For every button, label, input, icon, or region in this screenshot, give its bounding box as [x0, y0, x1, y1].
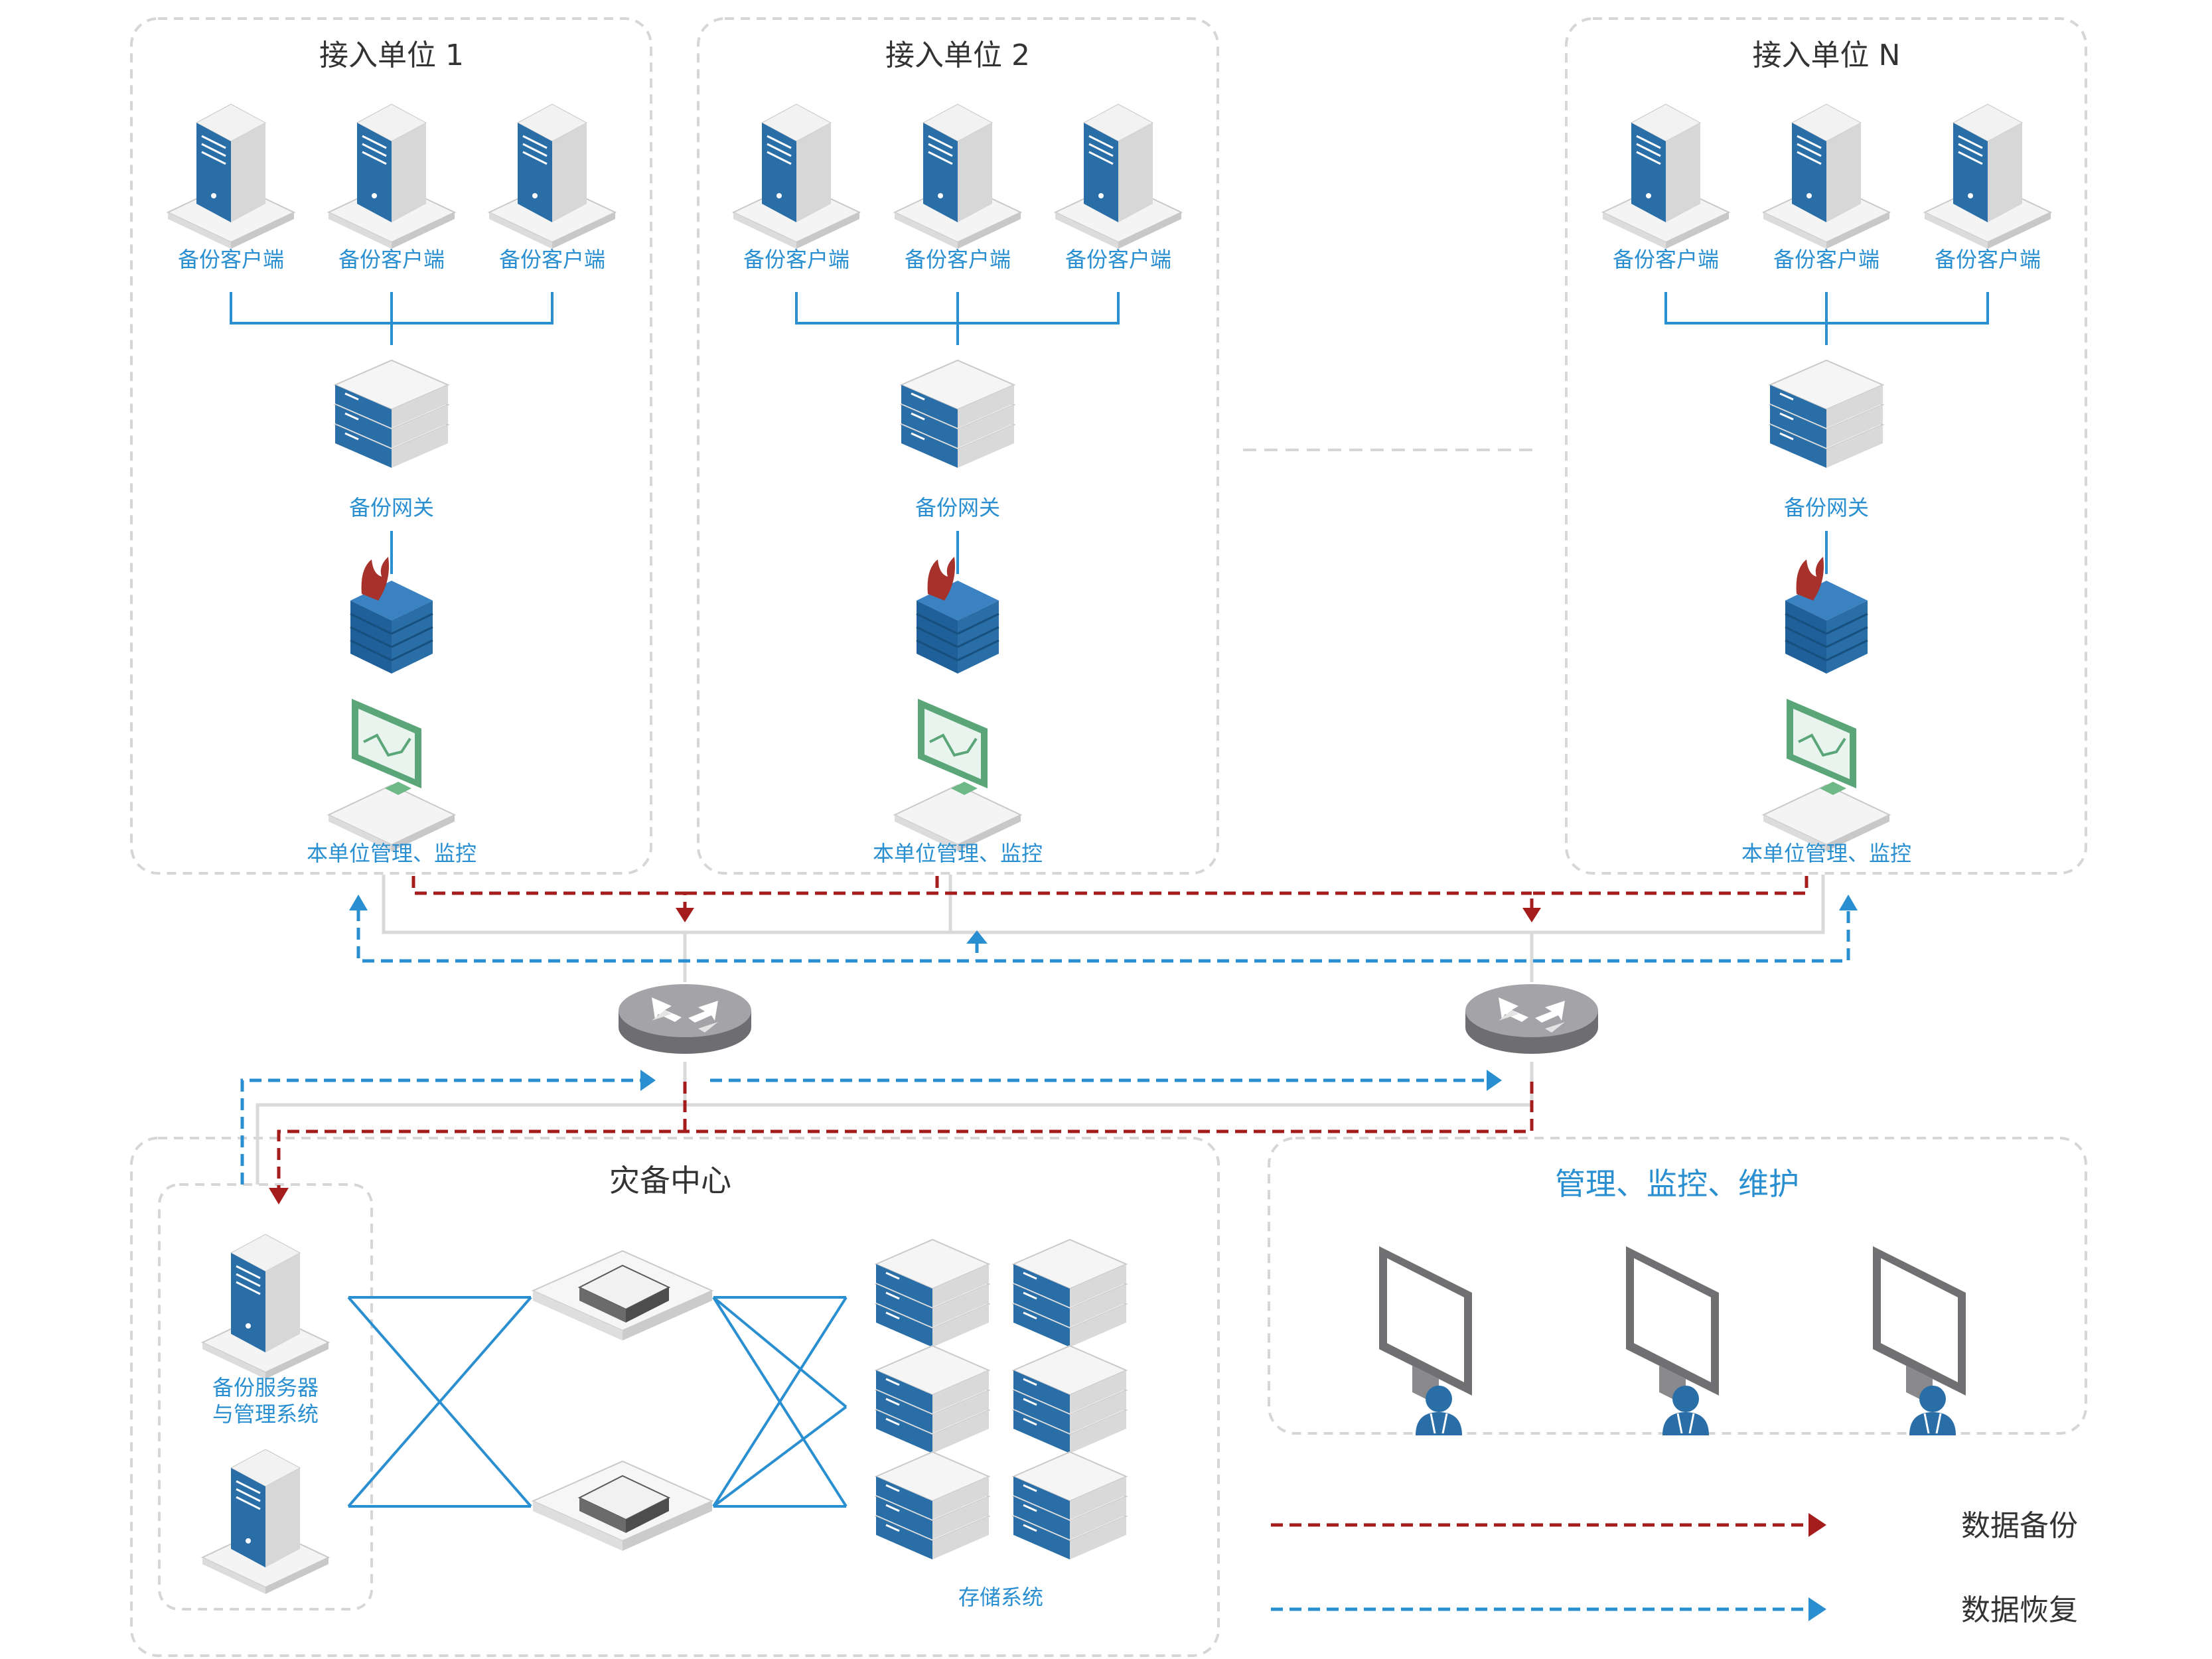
server-icon — [893, 103, 1022, 250]
dr-center-frame — [130, 1137, 1220, 1657]
backup-arrowheads — [269, 908, 1541, 1204]
legend-restore-label: 数据恢复 — [1961, 1593, 2078, 1627]
backup-flow — [277, 876, 1808, 1188]
storage-icon — [876, 1240, 1126, 1559]
router-icon — [1465, 984, 1598, 1054]
gateway-label: 备份网关 — [915, 495, 1000, 520]
server-icon — [1054, 103, 1183, 250]
gateway-icon — [1770, 360, 1883, 468]
monitor-icon — [1762, 697, 1891, 853]
firewall-icon — [915, 555, 1000, 675]
server-icon — [732, 103, 861, 250]
server-group-frame — [158, 1183, 373, 1611]
legend: 数据备份 数据恢复 — [1271, 1509, 2078, 1627]
monitor-label: 本单位管理、监控 — [873, 841, 1043, 866]
server-label: 备份服务器 — [212, 1375, 319, 1400]
client-connector — [1664, 292, 1989, 574]
firewall-icon — [1784, 555, 1869, 675]
user-terminal-icon — [1625, 1245, 1720, 1437]
unit-n-title: 接入单位 N — [1753, 38, 1901, 72]
client-label: 备份客户端 — [1935, 247, 2041, 272]
unit-1-title: 接入单位 1 — [319, 38, 464, 72]
restore-flow — [240, 909, 1850, 1185]
gateway-icon — [335, 360, 448, 468]
unit-2-frame — [697, 17, 1219, 875]
client-label: 备份客户端 — [1065, 247, 1171, 272]
server-label: 与管理系统 — [212, 1402, 319, 1427]
restore-arrowheads — [349, 895, 1858, 1091]
client-label: 备份客户端 — [178, 247, 284, 272]
client-label: 备份客户端 — [499, 247, 605, 272]
network-links — [256, 875, 1825, 1185]
router-icon — [619, 984, 751, 1054]
server-icon — [201, 1233, 330, 1380]
gateway-icon — [901, 360, 1014, 468]
client-connector — [230, 292, 553, 574]
legend-backup-label: 数据备份 — [1961, 1509, 2078, 1543]
server-icon — [327, 103, 456, 250]
server-icon — [488, 103, 617, 250]
monitor-label: 本单位管理、监控 — [1741, 841, 1911, 866]
storage-label: 存储系统 — [958, 1585, 1043, 1610]
user-terminal-icon — [1378, 1245, 1473, 1437]
monitor-label: 本单位管理、监控 — [307, 841, 477, 866]
unit-2-title: 接入单位 2 — [885, 38, 1030, 72]
dr-center-title: 灾备中心 — [609, 1163, 731, 1198]
client-label: 备份客户端 — [743, 247, 849, 272]
client-label: 备份客户端 — [1613, 247, 1719, 272]
server-icon — [1762, 103, 1891, 250]
user-terminal-icon — [1872, 1245, 1967, 1437]
san-fabric — [347, 1296, 848, 1508]
client-label: 备份客户端 — [905, 247, 1011, 272]
gateway-label: 备份网关 — [1784, 495, 1869, 520]
server-icon — [167, 103, 295, 250]
monitor-icon — [893, 697, 1022, 853]
server-icon — [1601, 103, 1730, 250]
client-connector — [795, 292, 1120, 574]
switch-icon — [532, 1461, 713, 1551]
client-label: 备份客户端 — [1773, 247, 1880, 272]
management-title: 管理、监控、维护 — [1555, 1166, 1799, 1202]
unit-1-frame — [130, 17, 652, 875]
client-label: 备份客户端 — [338, 247, 445, 272]
server-icon — [1923, 103, 2052, 250]
unit-n-frame — [1565, 17, 2087, 875]
firewall-icon — [349, 555, 434, 675]
monitor-icon — [327, 697, 456, 853]
switch-icon — [532, 1250, 713, 1341]
gateway-label: 备份网关 — [349, 495, 434, 520]
server-icon — [201, 1448, 330, 1595]
